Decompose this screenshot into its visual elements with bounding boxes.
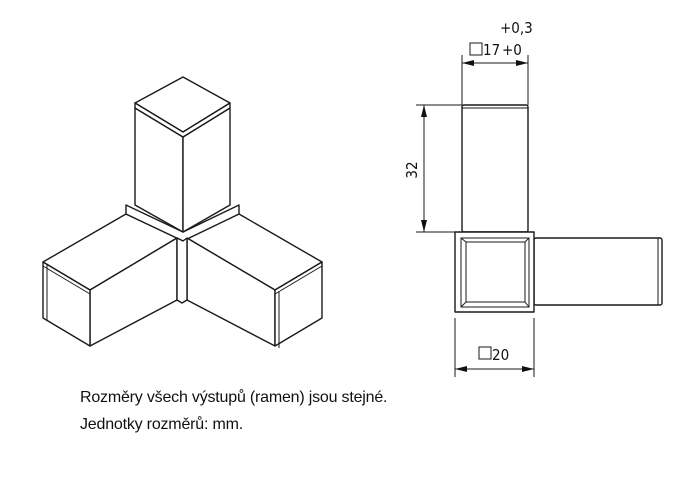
dim-outer-size: 20 bbox=[492, 346, 509, 364]
square-symbol-icon bbox=[478, 346, 492, 360]
dim-tolerance-lower: +0 bbox=[502, 41, 522, 59]
horizontal-arm bbox=[533, 237, 663, 306]
right-arm-end bbox=[274, 261, 323, 347]
upright-cap-bevel bbox=[134, 102, 231, 138]
left-arm-end bbox=[42, 261, 91, 347]
note-arms-equal: Rozměry všech výstupů (ramen) jsou stejn… bbox=[80, 389, 388, 406]
dim-tolerance-upper: +0,3 bbox=[500, 19, 533, 37]
dim-arm-length: 32 bbox=[403, 161, 421, 178]
vertical-arm bbox=[461, 104, 529, 233]
note-units: Jednotky rozměrů: mm. bbox=[80, 416, 243, 433]
dim-inner-size: 17 bbox=[483, 41, 500, 59]
body-square bbox=[454, 231, 535, 313]
collar-center bbox=[176, 237, 188, 304]
orthographic-view: 17 +0 +0,3 32 20 bbox=[403, 19, 663, 377]
isometric-connector-view bbox=[42, 76, 323, 348]
square-symbol-icon bbox=[469, 42, 483, 56]
